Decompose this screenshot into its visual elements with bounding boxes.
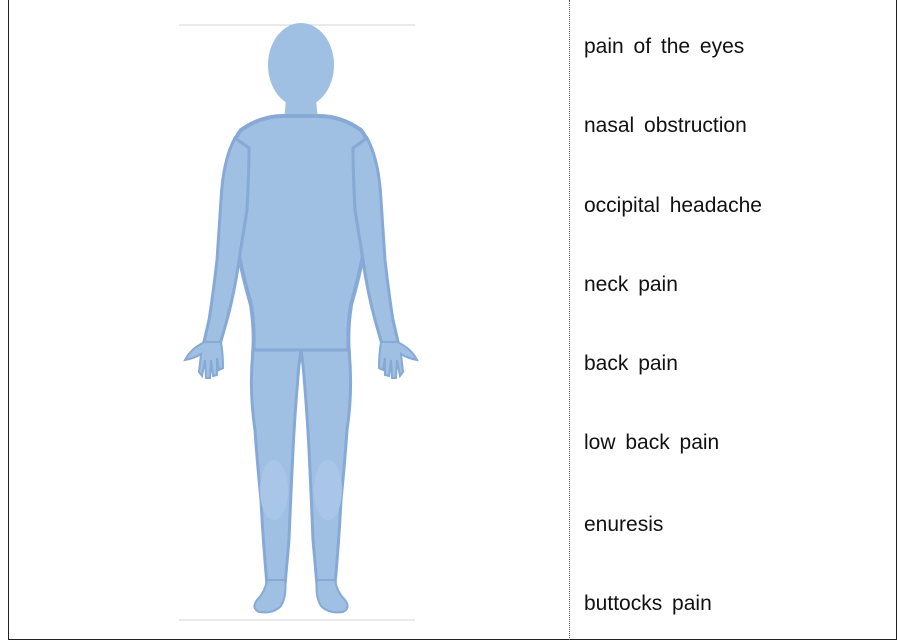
right-arm	[353, 138, 399, 348]
symptom-label-eyes: pain of the eyes	[584, 35, 744, 59]
left-arm	[203, 138, 249, 348]
symptom-list: pain of the eyes nasal obstruction occip…	[584, 0, 884, 640]
symptom-label-buttocks: buttocks pain	[584, 592, 712, 616]
left-hand	[185, 342, 223, 378]
body-figure-cell	[9, 0, 569, 640]
right-hand	[379, 342, 417, 378]
right-shin	[314, 460, 342, 520]
human-body-illustration	[169, 20, 429, 625]
symptom-label-neck: neck pain	[584, 273, 678, 297]
column-divider	[569, 0, 570, 640]
symptom-label-occipital: occipital headache	[584, 194, 762, 218]
right-foot	[317, 580, 348, 612]
body-silhouette	[185, 23, 417, 612]
torso	[231, 116, 372, 355]
left-foot	[254, 580, 285, 612]
symptom-label-enuresis: enuresis	[584, 513, 663, 537]
symptom-label-low-back: low back pain	[584, 431, 719, 455]
symptom-label-nasal: nasal obstruction	[584, 114, 747, 138]
symptom-label-back: back pain	[584, 352, 678, 376]
left-shin	[260, 460, 288, 520]
head	[268, 23, 334, 107]
